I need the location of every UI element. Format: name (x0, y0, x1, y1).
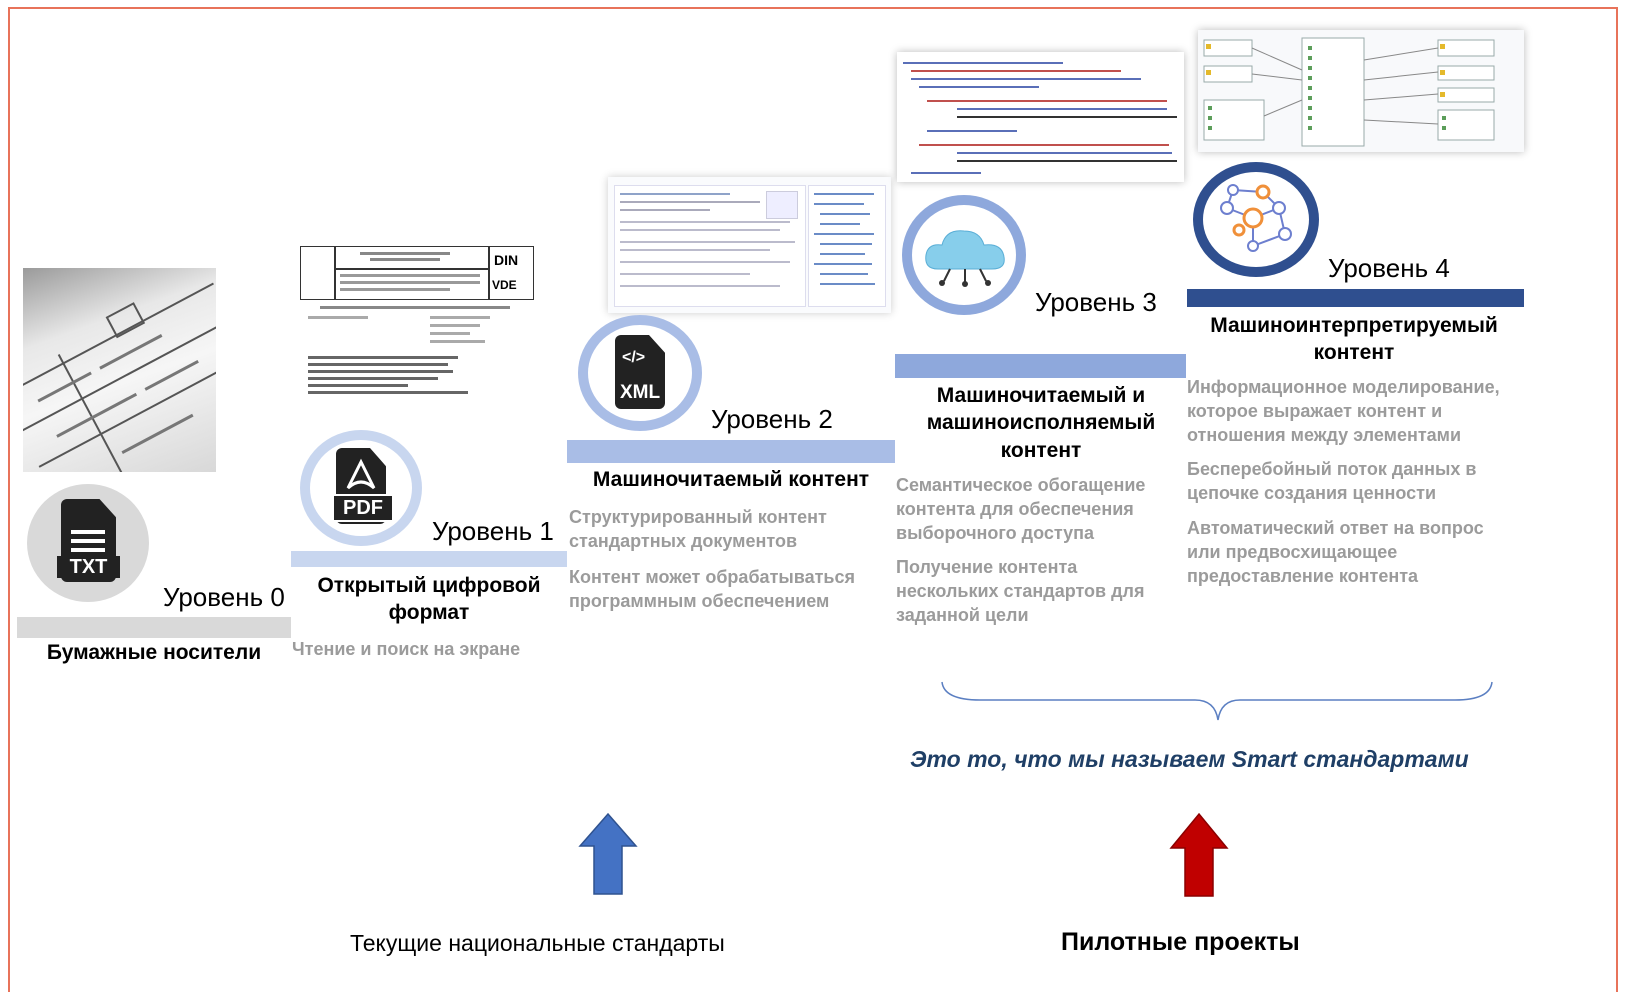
level-0-bar (17, 617, 291, 638)
level-2-bar (567, 440, 895, 463)
level-0-title: Бумажные носители (46, 641, 262, 664)
level-4-desc-3: Автоматический ответ на вопрос или предв… (1187, 518, 1484, 586)
level-3-desc-2: Получение контента нескольких стандартов… (896, 557, 1145, 625)
level-4-label: Уровень 4 (1328, 253, 1450, 283)
curly-brace (941, 681, 1493, 721)
cloud-icon (902, 195, 1026, 315)
level-1-desc-1: Чтение и поиск на экране (292, 639, 521, 659)
txt-file-icon: TXT (27, 484, 149, 602)
din-badge: DIN (494, 252, 519, 268)
level-3-label: Уровень 3 (1035, 287, 1157, 317)
txt-badge: TXT (57, 556, 120, 578)
level-1-bar (291, 551, 567, 567)
level-1-label: Уровень 1 (432, 516, 554, 546)
level-0-label: Уровень 0 (163, 582, 285, 612)
information-model-diagram (1198, 30, 1524, 152)
xml-code-screenshot (897, 52, 1184, 182)
blue-up-arrow (578, 812, 638, 895)
level-2-label: Уровень 2 (711, 404, 833, 434)
pdf-badge: PDF (332, 494, 394, 522)
xml-file-icon: </> XML (578, 315, 702, 431)
level-3-bar (895, 354, 1186, 378)
smart-standards-caption: Это то, что мы называем Smart стандартам… (910, 746, 1469, 772)
xml-badge: XML (619, 382, 661, 403)
code-brackets-glyph: </> (622, 349, 646, 366)
level-4-bar (1187, 289, 1524, 307)
level-4-title: Машиноинтерпретируемый контент (1210, 314, 1498, 365)
level-2-title: Машиночитаемый контент (592, 468, 870, 491)
din-vde-document-image: DIN VDE (300, 240, 535, 398)
slide-frame (8, 7, 1618, 992)
level-2-desc-1: Структурированный контент стандартных до… (569, 507, 827, 551)
vde-badge: VDE (492, 278, 517, 292)
current-standards-label: Текущие национальные стандарты (350, 930, 725, 956)
red-up-arrow (1169, 812, 1229, 897)
level-4-desc-2: Бесперебойный поток данных в цепочке соз… (1187, 459, 1477, 503)
level-4-desc-1: Информационное моделирование, которое вы… (1187, 377, 1500, 445)
level-2-desc-2: Контент может обрабатываться программным… (569, 567, 855, 611)
level-3-title: Машиночитаемый и машиноисполняемый конте… (926, 384, 1156, 462)
pdf-file-icon: PDF (300, 430, 422, 546)
xml-editor-screenshot (608, 177, 891, 313)
pilot-projects-label: Пилотные проекты (1061, 928, 1300, 956)
level-3-desc-1: Семантическое обогащение контента для об… (896, 475, 1146, 543)
paper-document-photo (23, 268, 216, 472)
level-1-title: Открытый цифровой формат (317, 574, 541, 625)
network-graph-icon (1193, 162, 1319, 277)
